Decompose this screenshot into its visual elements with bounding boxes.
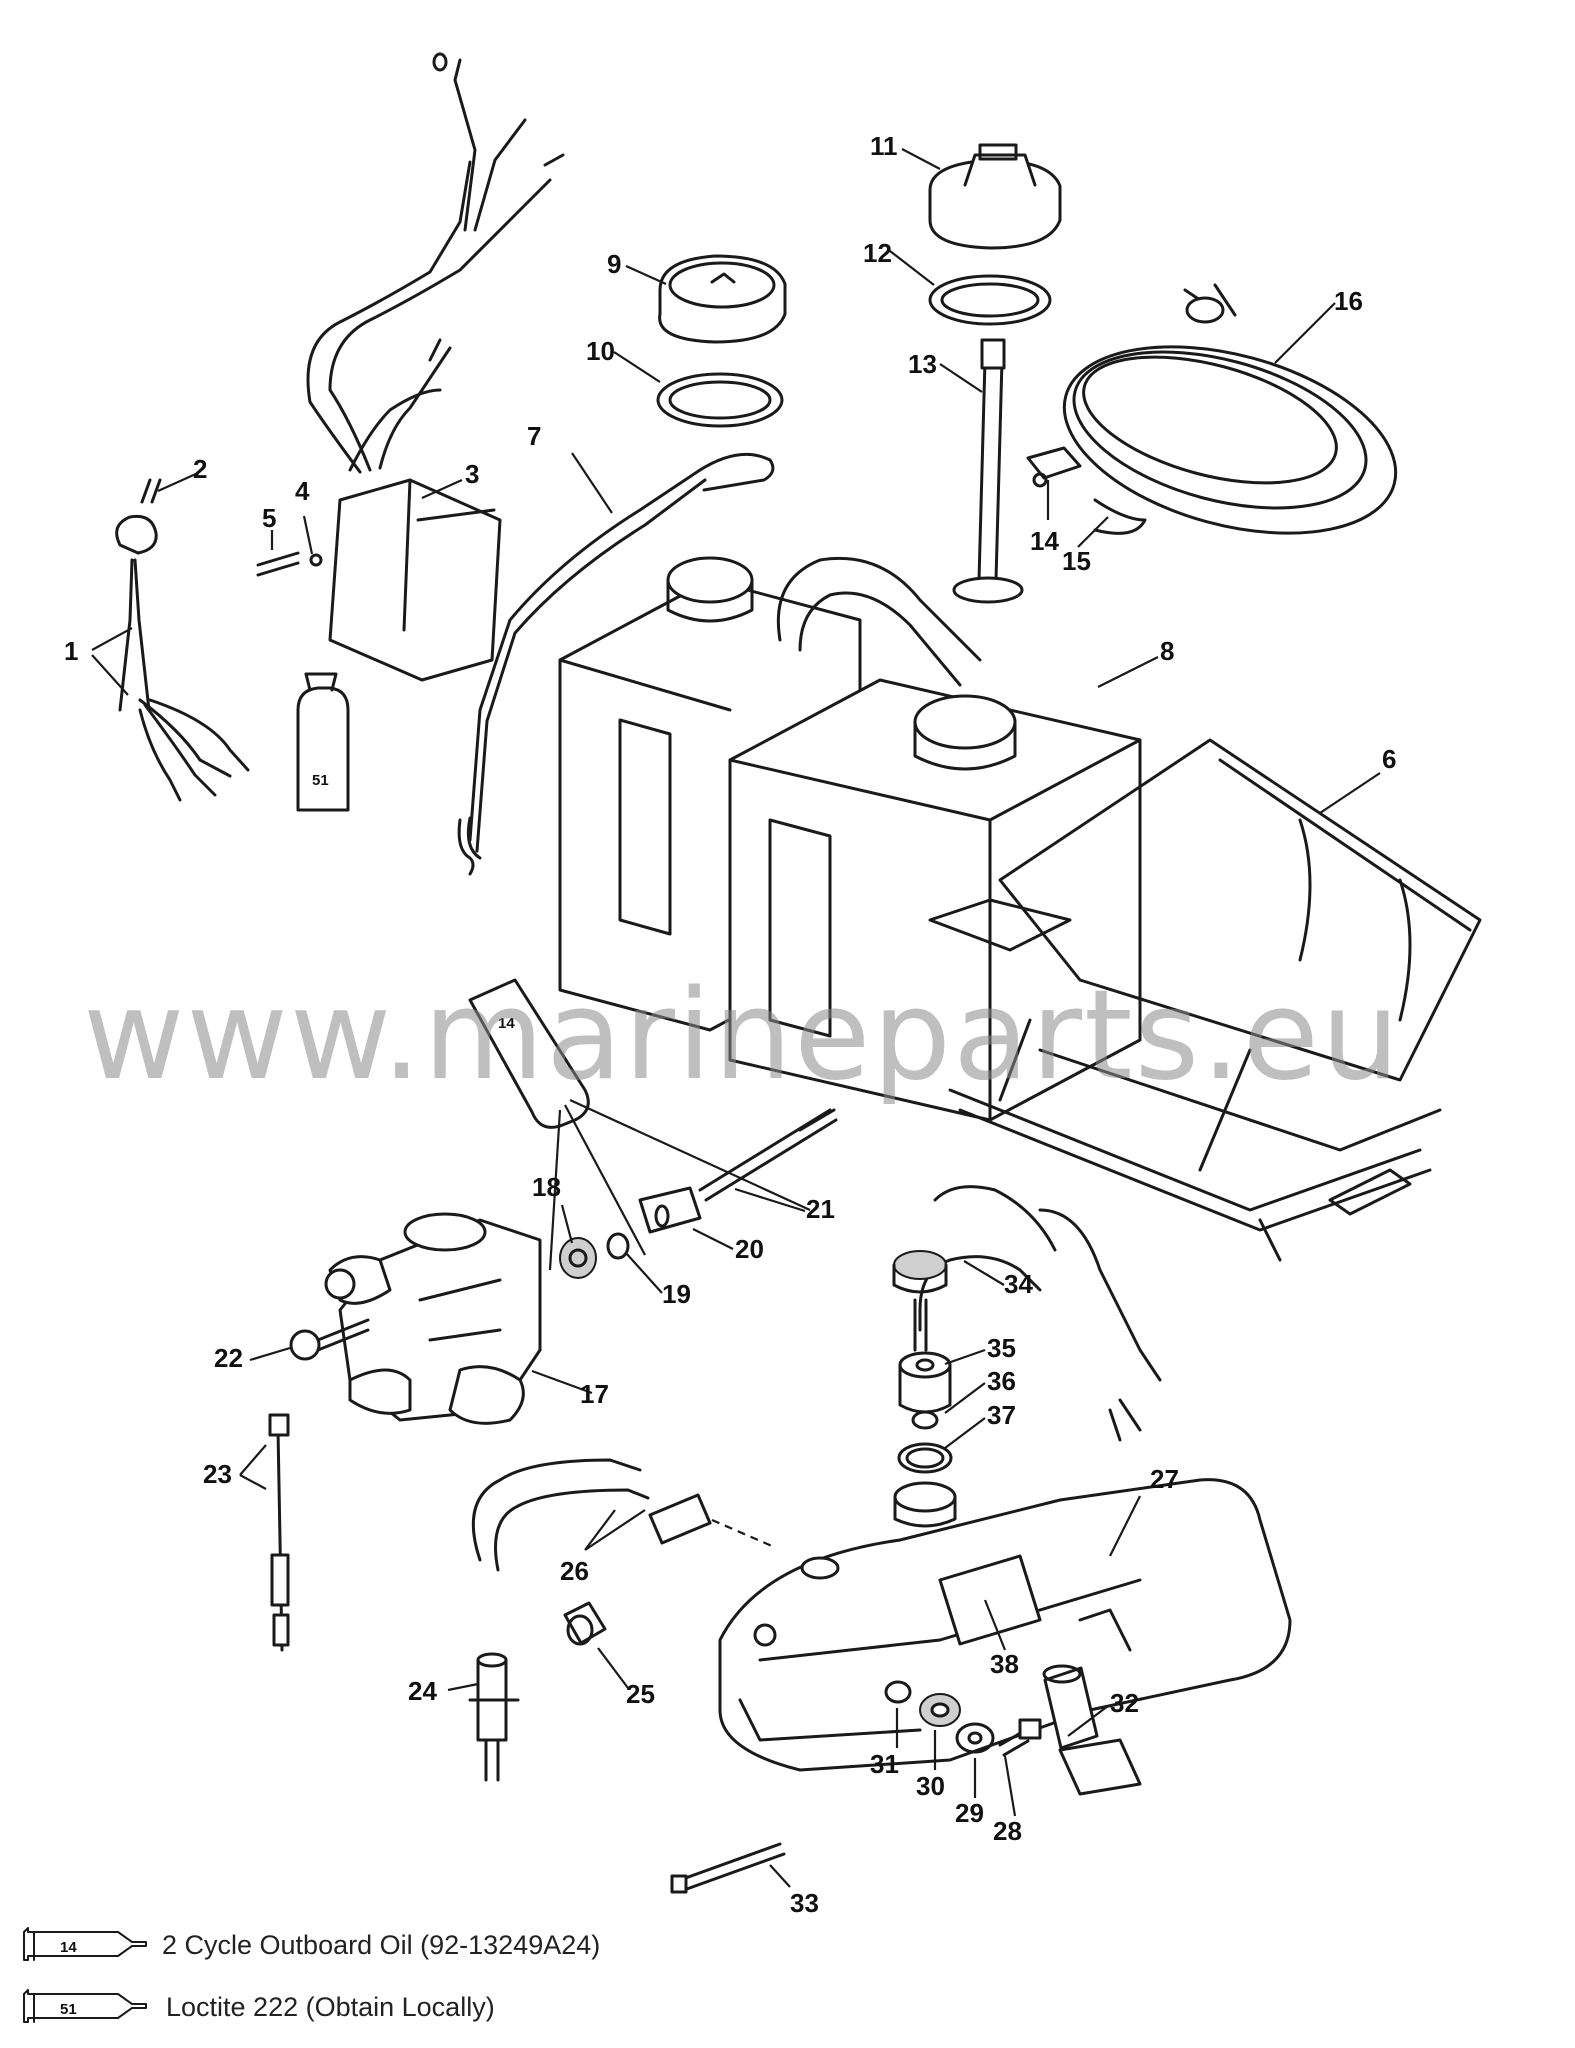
callout-25: 25 xyxy=(626,1679,655,1709)
callout-15: 15 xyxy=(1062,546,1091,576)
part-11-vented-cap xyxy=(928,143,1062,250)
legend: 14 2 Cycle Outboard Oil (92-13249A24) 51… xyxy=(23,1927,600,2023)
oil-tube-14: 14 xyxy=(468,978,811,1271)
part-6-tank-frame xyxy=(948,738,1482,1262)
callout-21: 21 xyxy=(806,1194,835,1224)
callout-22: 22 xyxy=(214,1343,243,1373)
legend-text-oil: 2 Cycle Outboard Oil (92-13249A24) xyxy=(162,1930,600,1960)
part-2-clip xyxy=(140,478,162,504)
leader-lines xyxy=(91,148,1381,1888)
callout-34: 34 xyxy=(1004,1269,1033,1299)
callout-10: 10 xyxy=(586,336,615,366)
callout-6: 6 xyxy=(1382,744,1396,774)
part-16-fuel-hose xyxy=(1062,283,1398,535)
callout-24: 24 xyxy=(408,1676,437,1706)
part-29-washer xyxy=(955,1722,995,1754)
callout-33: 33 xyxy=(790,1888,819,1918)
callout-16: 16 xyxy=(1334,286,1363,316)
callout-1: 1 xyxy=(64,636,78,666)
callout-29: 29 xyxy=(955,1798,984,1828)
callout-2: 2 xyxy=(193,454,207,484)
watermark: www.marineparts.eu xyxy=(83,964,1402,1108)
part-23-screw-stack xyxy=(268,1413,290,1652)
callout-30: 30 xyxy=(916,1771,945,1801)
part-24-tee-fitting xyxy=(468,1652,520,1782)
tube-code-14: 14 xyxy=(498,1015,515,1032)
callout-4: 4 xyxy=(295,476,310,506)
callout-9: 9 xyxy=(607,249,621,279)
part-31-bushing xyxy=(884,1680,912,1704)
part-35-grommet xyxy=(898,1351,952,1414)
part-1-wire-harness xyxy=(115,514,250,802)
part-15-hose-clip xyxy=(1093,498,1147,535)
part-3-module xyxy=(306,52,565,682)
part-28-screw xyxy=(998,1718,1042,1757)
part-5-screw xyxy=(256,551,300,577)
part-7-strap xyxy=(457,452,775,876)
part-30-grommet xyxy=(919,1693,961,1727)
legend-item-loctite: 51 Loctite 222 (Obtain Locally) xyxy=(23,1989,495,2023)
callout-17: 17 xyxy=(580,1379,609,1409)
part-26-oil-hose xyxy=(471,1458,773,1572)
part-37-seal xyxy=(897,1442,953,1474)
callout-28: 28 xyxy=(993,1816,1022,1846)
callout-18: 18 xyxy=(532,1172,561,1202)
legend-code-51: 51 xyxy=(60,2001,77,2018)
callout-12: 12 xyxy=(863,238,892,268)
callout-37: 37 xyxy=(987,1400,1016,1430)
callout-26: 26 xyxy=(560,1556,589,1586)
callout-36: 36 xyxy=(987,1366,1016,1396)
tube-code-51: 51 xyxy=(312,772,329,789)
part-8-fuel-tank xyxy=(558,556,1142,1122)
callout-11: 11 xyxy=(870,131,898,161)
callout-38: 38 xyxy=(990,1649,1019,1679)
part-25-filter xyxy=(563,1601,607,1646)
part-9-fuel-cap xyxy=(658,254,787,344)
callout-7: 7 xyxy=(527,421,541,451)
callout-8: 8 xyxy=(1160,636,1174,666)
callout-35: 35 xyxy=(987,1333,1016,1363)
callout-32: 32 xyxy=(1110,1688,1139,1718)
part-17-fuel-pump xyxy=(324,1212,542,1425)
sealant-tube-51: 51 xyxy=(296,672,350,812)
part-32-hose-elbow xyxy=(1042,1664,1142,1796)
callout-14: 14 xyxy=(1030,526,1059,556)
part-34-level-sensor xyxy=(892,1185,1162,1442)
callout-27: 27 xyxy=(1150,1464,1179,1494)
legend-code-14: 14 xyxy=(60,1939,77,1956)
callout-23: 23 xyxy=(203,1459,232,1489)
part-36-nut xyxy=(911,1410,939,1430)
part-33-screw xyxy=(670,1842,786,1894)
part-20-fitting xyxy=(638,1186,702,1234)
part-19-o-ring xyxy=(606,1232,630,1260)
callout-3: 3 xyxy=(465,459,479,489)
callout-5: 5 xyxy=(262,503,276,533)
callout-19: 19 xyxy=(662,1279,691,1309)
part-4-nut xyxy=(309,553,323,567)
part-21-pin xyxy=(698,1108,838,1202)
legend-text-loctite: Loctite 222 (Obtain Locally) xyxy=(166,1992,495,2022)
callout-numbers: 1 2 3 4 5 6 7 8 9 10 11 12 13 14 15 16 1… xyxy=(64,131,1396,1918)
callout-13: 13 xyxy=(908,349,937,379)
legend-item-oil: 14 2 Cycle Outboard Oil (92-13249A24) xyxy=(23,1927,600,1961)
part-18-check-valve xyxy=(559,1237,597,1279)
part-10-seal xyxy=(656,372,784,428)
callout-31: 31 xyxy=(870,1749,899,1779)
part-14-fitting xyxy=(1026,446,1082,488)
callout-20: 20 xyxy=(735,1234,764,1264)
part-22-screw xyxy=(289,1318,370,1361)
part-13-pickup-tube xyxy=(952,338,1024,604)
part-12-seal xyxy=(928,274,1052,326)
part-27-oil-tank xyxy=(718,1478,1292,1772)
